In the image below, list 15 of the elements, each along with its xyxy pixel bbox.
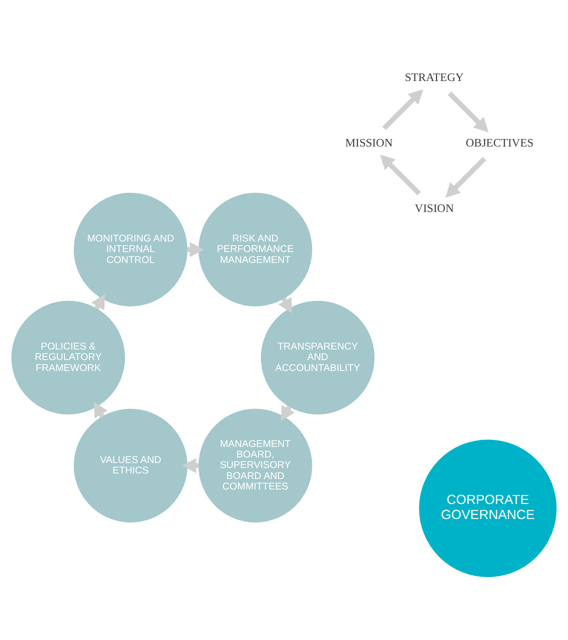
node-circle: MONITORING AND INTERNAL CONTROL — [74, 192, 188, 306]
node-text: VISION — [414, 202, 454, 215]
arrow — [380, 154, 421, 196]
node-text: MISSION — [345, 138, 393, 150]
node-circle: TRANSPARENCY AND ACCOUNTABILITY — [260, 300, 375, 414]
arrow — [448, 92, 489, 132]
node-text: OBJECTIVES — [466, 138, 534, 150]
node-circle: MANAGEMENT BOARD, SUPERVISORY BOARD AND COMMITTEES — [198, 408, 312, 522]
arrow — [445, 156, 486, 198]
node-circle: CORPORATE GOVERNANCE — [419, 440, 557, 578]
node-circle: RISK AND PERFORMANCE MANAGEMENT — [198, 192, 312, 306]
node-circle: POLICIES & REGULATORY FRAMEWORK — [11, 300, 126, 414]
arrow — [382, 89, 424, 130]
node-circle: VALUES AND ETHICS — [74, 408, 188, 522]
node-text: STRATEGY — [404, 72, 464, 84]
